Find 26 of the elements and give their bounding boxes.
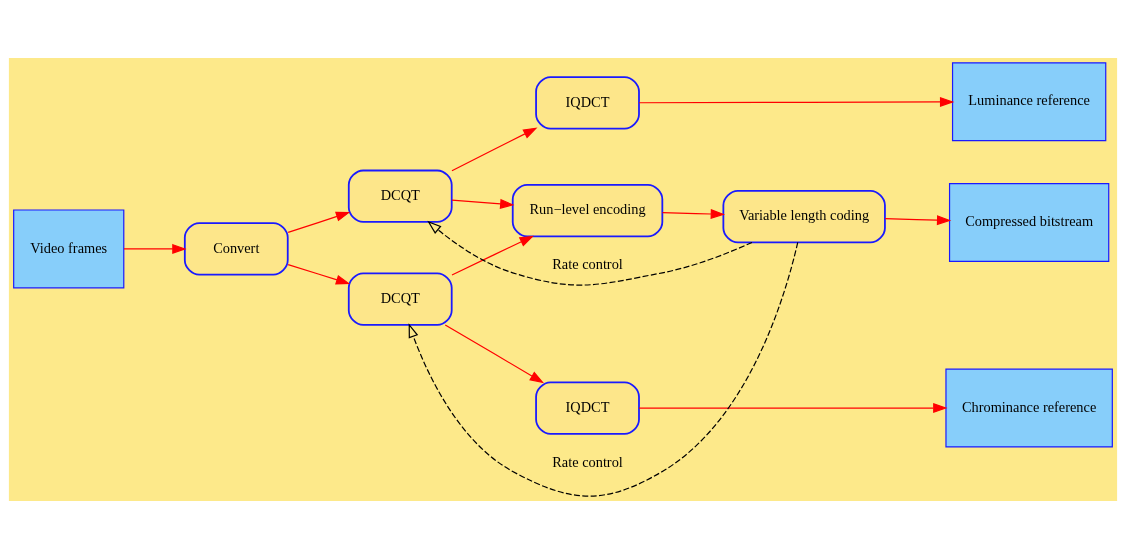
node-box: IQDCT <box>535 380 640 435</box>
arrow <box>638 402 948 413</box>
arrow <box>408 241 799 497</box>
node-box: IQDCT <box>535 75 640 129</box>
arrow <box>123 243 187 254</box>
arrow <box>427 220 753 286</box>
node-box: DCQT <box>347 169 453 223</box>
arrow <box>287 211 351 233</box>
arrow <box>884 214 952 225</box>
node-box: Run−level encoding <box>511 183 664 237</box>
node-box: DCQT <box>347 272 453 326</box>
node-box: Convert <box>183 221 289 275</box>
arrow <box>638 96 955 107</box>
edge-label: Rate control <box>552 255 623 272</box>
arrow <box>451 127 538 171</box>
node-box: Chrominance reference <box>945 368 1113 448</box>
edge-label: Rate control <box>552 453 623 470</box>
node-box: Video frames <box>13 208 125 288</box>
arrow <box>287 263 351 284</box>
arrow <box>451 235 534 276</box>
arrow <box>451 198 515 209</box>
arrow <box>661 208 726 219</box>
node-box: Luminance reference <box>951 61 1107 141</box>
arrow <box>444 323 545 383</box>
node-box: Variable length coding <box>722 189 886 243</box>
node-box: Compressed bitstream <box>948 182 1110 262</box>
